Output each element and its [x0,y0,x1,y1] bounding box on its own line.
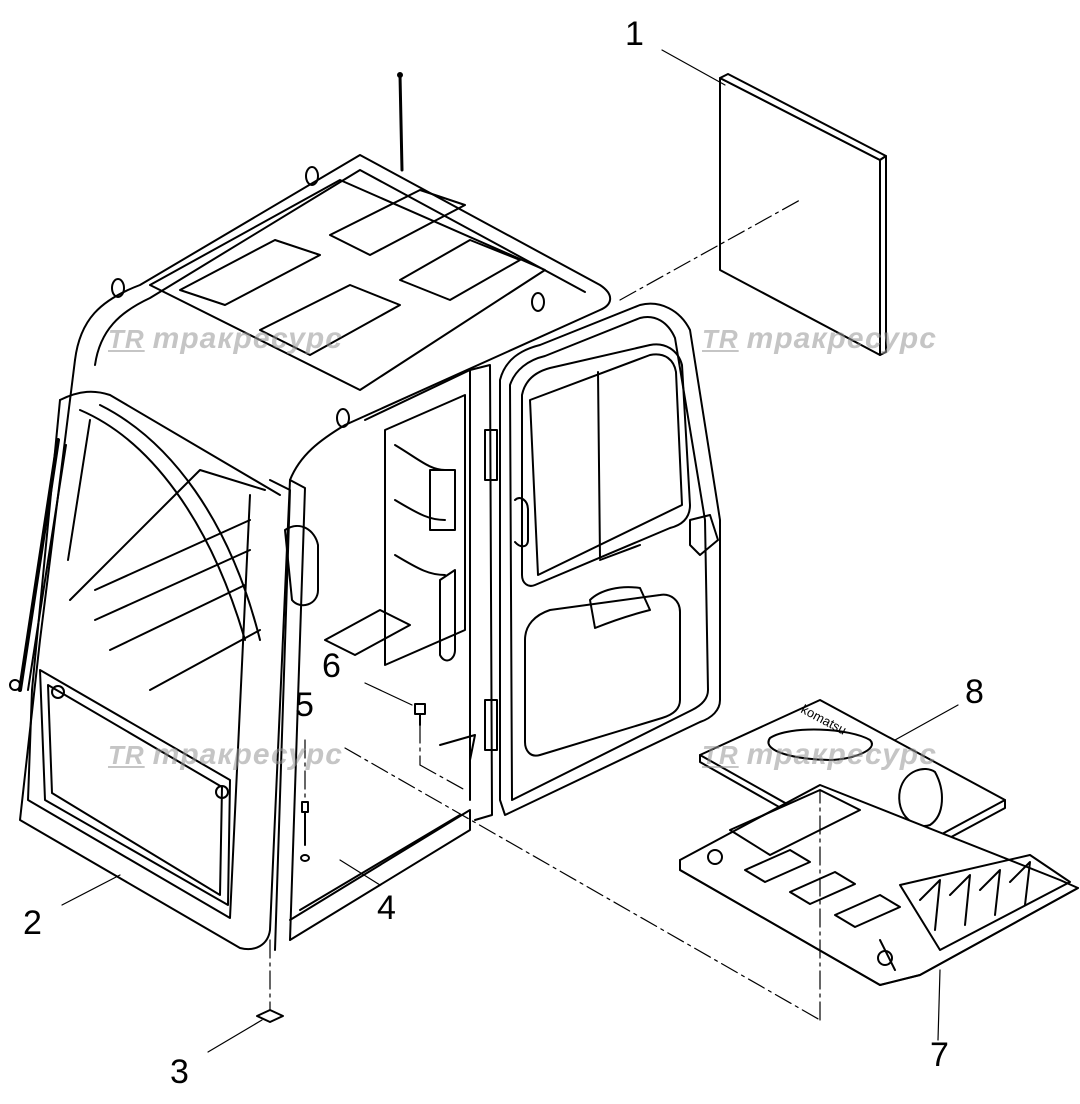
callout-2: 2 [23,904,42,942]
watermark-text: тракресурс [152,738,343,771]
callout-7: 7 [930,1036,949,1074]
callout-3: 3 [170,1053,189,1091]
callout-5: 5 [295,686,314,724]
floor-plate [679,784,1079,986]
watermark-text: тракресурс [152,322,343,355]
callout-8: 8 [965,673,984,711]
floor-mat: komatsu [699,699,1006,871]
watermark-logo: TR [702,324,739,354]
watermark-logo: TR [108,324,145,354]
watermark-text: тракресурс [746,738,937,771]
bolt-part-6 [414,703,426,726]
callout-6: 6 [322,647,341,685]
shim-part-3 [256,1009,284,1023]
assembly-lines [269,199,821,1021]
rear-panel [719,73,887,356]
bolt-part-5 [300,801,310,862]
callout-1: 1 [625,15,644,53]
cab-body [9,72,612,951]
watermark-text: тракресурс [746,322,937,355]
callout-4: 4 [377,889,396,927]
leader-lines [61,49,959,1053]
watermark-logo: TR [108,740,145,770]
cab-door [499,302,721,816]
watermark-logo: TR [702,740,739,770]
